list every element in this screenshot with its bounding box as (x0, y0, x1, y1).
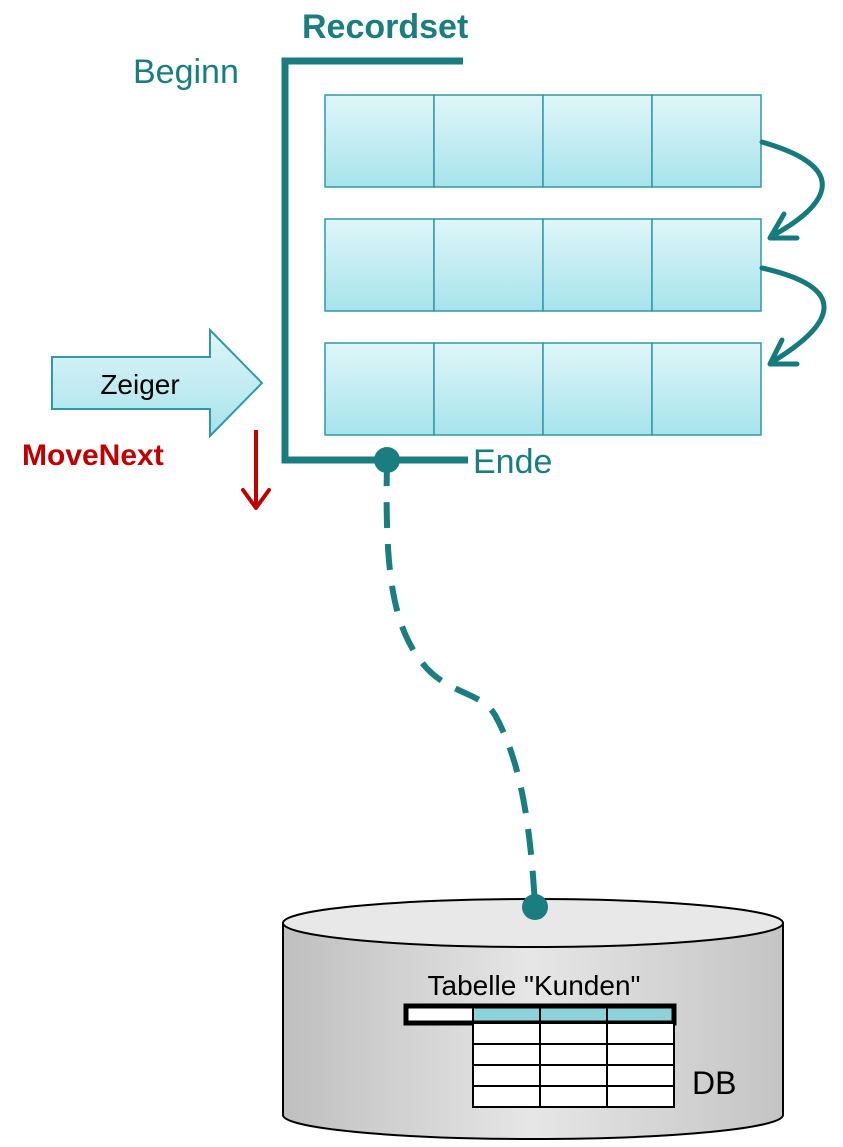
table-body-cell (606, 1064, 675, 1087)
curved-arrow-icon (759, 265, 827, 365)
db-label: DB (692, 1065, 736, 1101)
table-body-cell (606, 1022, 675, 1045)
table-caption: Tabelle "Kunden" (428, 970, 641, 1001)
movenext-label: MoveNext (22, 439, 164, 472)
table-body-cell (539, 1043, 608, 1066)
down-arrow-head (241, 488, 271, 510)
connection-line (383, 459, 538, 906)
record-field-cell (433, 342, 544, 436)
record-field-cell (542, 342, 653, 436)
record-field-cell (542, 94, 653, 188)
curved-arrow-head (767, 211, 800, 241)
connection-dot-top (374, 447, 400, 473)
record-row (324, 218, 762, 312)
table-body-cell (539, 1064, 608, 1087)
record-field-cell (433, 94, 544, 188)
table-body-cell (472, 1043, 541, 1066)
table-body-cell (606, 1043, 675, 1066)
curved-arrow-head (767, 337, 800, 367)
record-field-cell (651, 94, 762, 188)
table-body-cell (606, 1085, 675, 1108)
table-body-cell (539, 1022, 608, 1045)
record-field-cell (324, 94, 435, 188)
beginn-label: Beginn (133, 53, 239, 91)
record-field-cell (433, 218, 544, 312)
recordset-title: Recordset (302, 8, 468, 46)
ende-label: Ende (473, 443, 552, 481)
record-field-cell (542, 218, 653, 312)
table-body-cell (472, 1085, 541, 1108)
zeiger-label: Zeiger (100, 369, 179, 400)
table-body-cell (472, 1064, 541, 1087)
record-field-cell (651, 342, 762, 436)
curved-arrow-icon (759, 139, 825, 239)
table-header-cell (405, 1005, 474, 1024)
table-body-cell (539, 1085, 608, 1108)
record-field-cell (324, 218, 435, 312)
table-header-cell (472, 1005, 541, 1024)
kunden-table (403, 1003, 677, 1108)
record-field-cell (651, 218, 762, 312)
table-header-cell (606, 1005, 675, 1024)
record-rows (324, 94, 762, 436)
record-row (324, 94, 762, 188)
right-arrow-icon (51, 327, 264, 439)
table-header-cell (539, 1005, 608, 1024)
connection-dot-db (522, 894, 548, 920)
record-field-cell (324, 342, 435, 436)
record-row (324, 342, 762, 436)
table-body-cell (472, 1022, 541, 1045)
